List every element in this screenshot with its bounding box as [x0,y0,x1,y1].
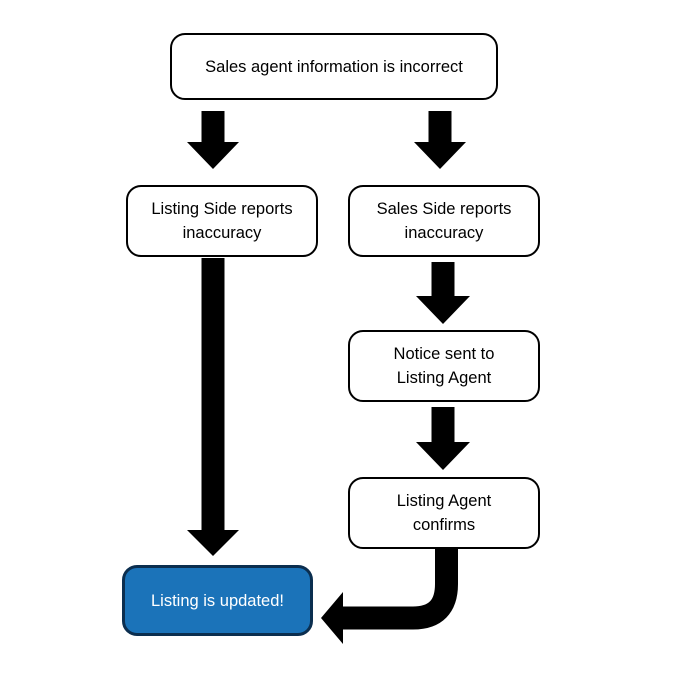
node-sales-side-reports-label: Sales Side reports inaccuracy [376,200,512,242]
node-sales-side-reports: Sales Side reports inaccuracy [348,185,540,257]
node-listing-side-reports-label: Listing Side reports inaccuracy [151,200,293,242]
arrow-down-sales-side-to-notice-icon [416,262,470,324]
arrow-down-start-to-sales-side-icon [414,111,466,169]
node-listing-side-reports: Listing Side reports inaccuracy [126,185,318,257]
arrow-down-notice-to-confirms-icon [416,407,470,470]
node-notice-sent: Notice sent to Listing Agent [348,330,540,402]
arrow-down-listing-side-to-updated-icon [187,258,239,556]
node-listing-agent-confirms-label: Listing Agent confirms [396,492,492,534]
node-listing-updated: Listing is updated! [122,565,313,636]
node-start-label: Sales agent information is incorrect [205,57,463,76]
node-listing-updated-label: Listing is updated! [150,591,284,610]
node-listing-agent-confirms: Listing Agent confirms [348,477,540,549]
node-start: Sales agent information is incorrect [170,33,498,100]
arrow-down-start-to-listing-side-icon [187,111,239,169]
arrow-elbow-confirms-to-updated-icon [343,549,458,630]
arrow-elbow-head-icon [321,592,343,644]
node-notice-sent-label: Notice sent to Listing Agent [393,345,495,387]
